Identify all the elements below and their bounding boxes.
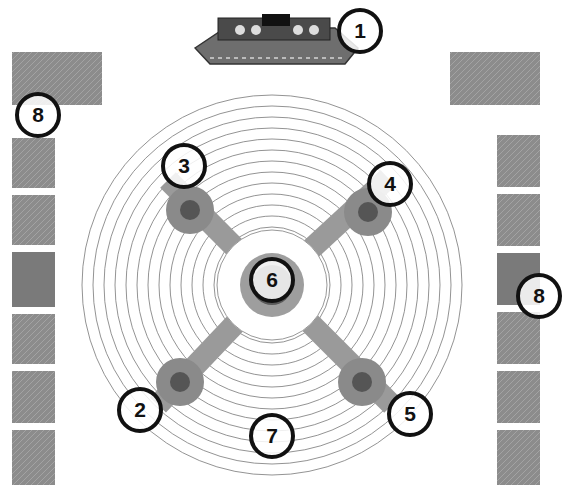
callout-number: 6 (257, 268, 287, 292)
callout-circle (163, 145, 205, 187)
callout-circle (17, 94, 59, 136)
callout-circle (251, 415, 293, 457)
callout-circle (389, 393, 431, 435)
side-bar (450, 52, 540, 485)
callout-number: 5 (395, 402, 425, 426)
callout-number: 2 (125, 398, 155, 422)
callout-circle (119, 389, 161, 431)
side-bar (12, 52, 102, 485)
ring (82, 95, 462, 475)
ring (93, 106, 451, 464)
ring (126, 139, 418, 431)
ring (115, 128, 429, 442)
callout-circle (369, 163, 411, 205)
callout-circle (518, 275, 560, 317)
callout-circle (17, 10, 560, 457)
callout-number: 8 (524, 284, 554, 308)
callout-number: 4 (375, 172, 405, 196)
callout-number: 3 (169, 154, 199, 178)
ring (104, 117, 440, 453)
drone (156, 178, 392, 406)
ring (148, 161, 396, 409)
callout-circle (251, 259, 293, 301)
callout-circle (339, 10, 381, 52)
callout-number: 7 (257, 424, 287, 448)
callout-number: 1 (345, 19, 375, 43)
vessel (195, 14, 358, 64)
target-rings (82, 95, 462, 475)
ring (137, 150, 407, 420)
callout-number: 8 (23, 103, 53, 127)
